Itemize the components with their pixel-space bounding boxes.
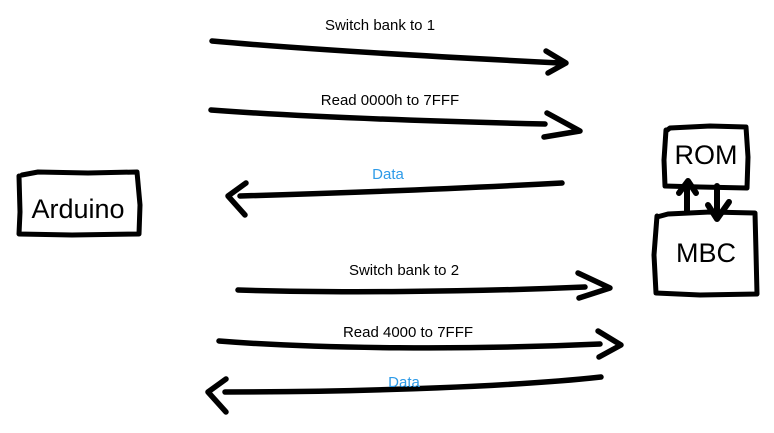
node-mbc[interactable]: MBC — [651, 209, 760, 298]
message-2-shaft — [208, 107, 548, 127]
message-arrow-2 — [208, 107, 583, 140]
arduino-label: Arduino — [31, 194, 124, 224]
mbc-label: MBC — [676, 238, 736, 268]
node-rom[interactable]: ROM — [661, 123, 751, 191]
arduino-box-outline — [16, 169, 143, 238]
message-1-arrowhead — [543, 48, 569, 76]
node-arduino[interactable]: Arduino — [16, 169, 143, 238]
message-1-label: Switch bank to 1 — [325, 17, 435, 34]
message-1-shaft — [209, 38, 563, 66]
message-3-arrowhead — [225, 180, 249, 218]
mbc-to-rom-arrow — [676, 178, 699, 215]
message-arrow-4 — [235, 270, 613, 301]
message-3-shaft — [237, 180, 565, 199]
rom-to-mbc-arrowhead — [705, 199, 732, 222]
message-5-label: Read 4000 to 7FFF — [343, 324, 473, 341]
mbc-to-rom-arrowhead — [676, 178, 699, 196]
message-arrow-3 — [225, 180, 565, 218]
rom-to-mbc-arrow — [705, 183, 732, 222]
message-2-label: Read 0000h to 7FFF — [321, 92, 459, 109]
message-4-arrowhead — [575, 270, 613, 301]
rom-label: ROM — [675, 140, 738, 170]
message-6-shaft — [222, 374, 604, 395]
rom-box-outline — [661, 123, 751, 191]
message-6-label: Data — [388, 374, 420, 391]
message-3-label: Data — [372, 166, 404, 183]
message-5-arrowhead — [595, 328, 624, 360]
message-4-shaft — [235, 284, 588, 295]
message-4-label: Switch bank to 2 — [349, 262, 459, 279]
message-5-shaft — [216, 338, 603, 351]
message-2-arrowhead — [541, 110, 583, 140]
message-arrow-5 — [216, 328, 624, 360]
message-arrow-1 — [209, 38, 569, 76]
message-6-arrowhead — [205, 376, 229, 415]
message-arrow-6 — [205, 374, 604, 415]
